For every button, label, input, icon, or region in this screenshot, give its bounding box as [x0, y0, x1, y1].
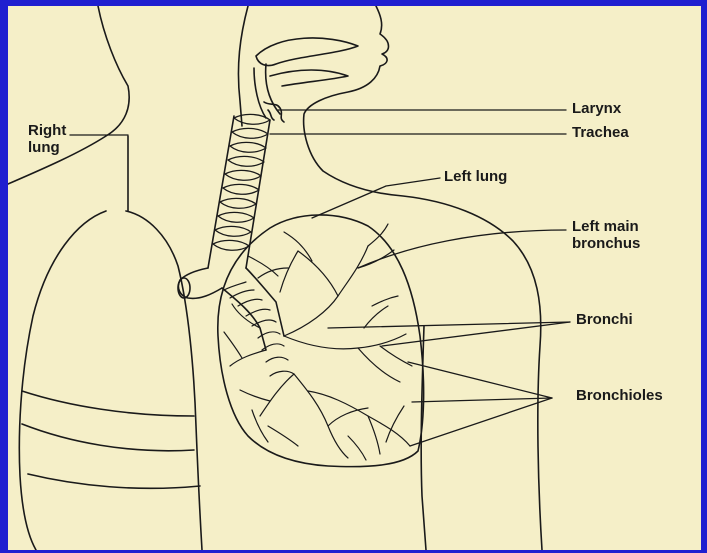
- right-lung: [19, 211, 202, 550]
- diagram-frame: Right lung Larynx Trachea Left lung Left…: [8, 6, 701, 550]
- right-lung-lobe-line-2: [22, 424, 194, 451]
- pharynx: [254, 64, 280, 118]
- trachea-tube: [208, 116, 270, 268]
- left-bronchus-rings: [224, 282, 294, 376]
- left-main-bronchus: [222, 268, 284, 350]
- right-lung-lobe-line-3: [28, 474, 200, 488]
- label-left-lung: Left lung: [444, 168, 507, 185]
- face-profile: [304, 6, 542, 550]
- trachea-rings: [213, 114, 270, 250]
- label-right-lung: Right lung: [28, 122, 66, 156]
- right-lung-lobe-line-1: [22, 391, 194, 416]
- oral-cavity: [270, 70, 348, 86]
- head-outline: [238, 6, 248, 126]
- label-left-main-bronchus: Left main bronchus: [572, 218, 640, 252]
- leader-lines: [70, 110, 570, 446]
- label-larynx: Larynx: [572, 100, 621, 117]
- nasal-cavity: [256, 38, 358, 66]
- bronchiole-tree: [224, 224, 412, 460]
- left-neck-outline: [8, 6, 129, 184]
- right-bronchus: [178, 268, 222, 298]
- label-bronchioles: Bronchioles: [576, 387, 663, 404]
- respiratory-diagram: [8, 6, 701, 550]
- label-bronchi: Bronchi: [576, 311, 633, 328]
- larynx-shape: [264, 102, 284, 122]
- label-trachea: Trachea: [572, 124, 629, 141]
